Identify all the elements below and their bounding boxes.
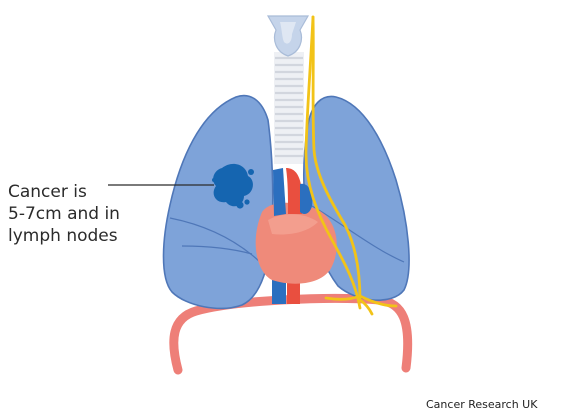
lung-left [164, 96, 273, 309]
annotation-label: Cancer is 5-7cm and in lymph nodes [8, 181, 148, 247]
svc [273, 168, 286, 216]
aorta-upper [286, 168, 302, 214]
credit-text: Cancer Research UK [426, 398, 537, 411]
annotation-line-2: 5-7cm and in [8, 203, 148, 225]
aorta-loop [174, 298, 408, 370]
trachea [274, 52, 304, 164]
annotation-line-3: lymph nodes [8, 225, 148, 247]
annotation-line-1: Cancer is [8, 181, 148, 203]
